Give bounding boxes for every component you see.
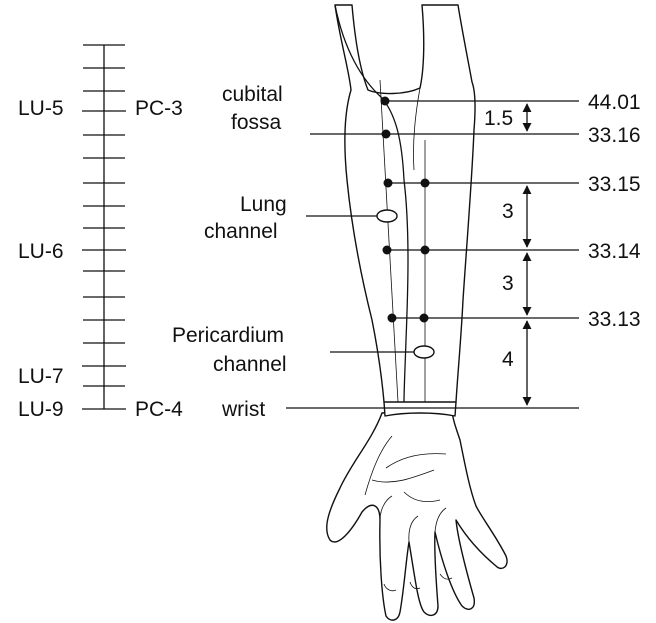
point-code-33-16: 33.16: [588, 124, 641, 147]
measurement-3-upper: 3: [502, 200, 514, 223]
lung-channel-marker: [377, 210, 397, 222]
label-pericardium-channel: channel: [213, 353, 287, 376]
label-pericardium: Pericardium: [172, 324, 284, 347]
point-code-44-01: 44.01: [588, 91, 641, 114]
pericardium-channel-marker: [414, 346, 434, 358]
label-lu-7: LU-7: [18, 365, 64, 388]
arm-illustration: [327, 5, 507, 620]
point-code-33-15: 33.15: [588, 173, 641, 196]
label-pc-3: PC-3: [135, 97, 183, 120]
label-lung-channel: channel: [204, 220, 278, 243]
label-fossa: fossa: [231, 111, 282, 134]
label-lung: Lung: [240, 193, 287, 216]
measurement-1-5: 1.5: [484, 107, 513, 130]
measurement-3-lower: 3: [502, 272, 514, 295]
label-pc-4: PC-4: [135, 398, 183, 421]
point-code-33-13: 33.13: [588, 308, 641, 331]
label-lu-6: LU-6: [18, 240, 64, 263]
label-lu-9: LU-9: [18, 398, 64, 421]
label-lu-5: LU-5: [18, 97, 64, 120]
proportional-ruler: [82, 45, 126, 409]
label-cubital: cubital: [222, 83, 283, 106]
measurement-4: 4: [502, 348, 514, 371]
label-wrist: wrist: [221, 398, 265, 421]
point-code-33-14: 33.14: [588, 240, 641, 263]
hand-outline: [327, 408, 507, 620]
